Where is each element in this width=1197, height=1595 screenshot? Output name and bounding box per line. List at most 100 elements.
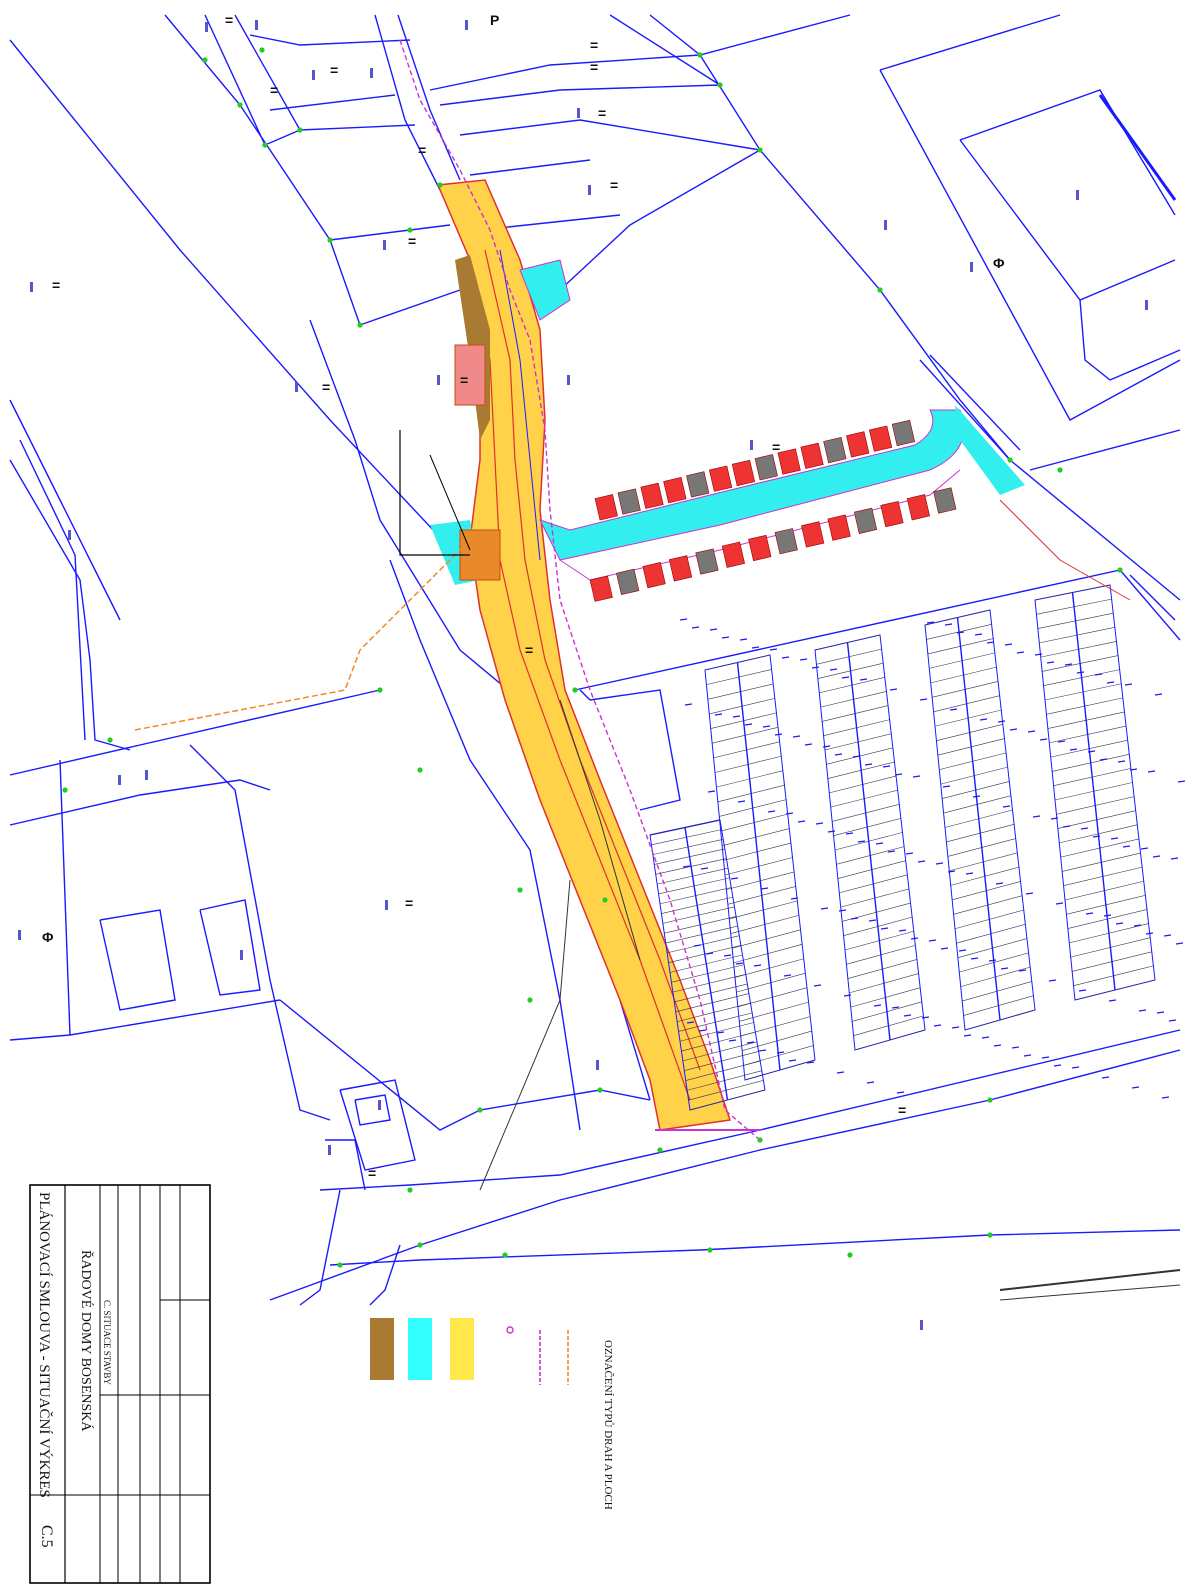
parcel-symbol: = [368,1165,376,1181]
parcel-number-mark [567,375,570,385]
survey-node [337,1262,343,1268]
survey-node [987,1232,993,1238]
parking-space [708,465,733,492]
parking-space [721,541,745,568]
parcel-symbol: = [598,105,606,121]
legend-heading: OZNAČENÍ TYPŮ DRAH A PLOCH [602,1340,615,1510]
parcel-number-mark [750,440,753,450]
parcel-number-mark [577,108,580,118]
survey-node [1007,457,1013,463]
parking-space [933,487,957,514]
parcel-number-mark [30,282,33,292]
parcel-symbol: = [322,379,330,395]
parking-space [801,521,825,548]
survey-node [517,887,523,893]
parcel-number-mark [437,375,440,385]
parcel-symbol: = [405,895,413,911]
parking-space [616,568,640,596]
parcel-number-mark [1076,190,1079,200]
parking-space [827,514,851,541]
survey-node [437,182,443,188]
parcel-symbol: = [590,37,598,53]
parking-space [686,471,710,498]
parking-space [800,442,824,469]
parcel-symbol: Φ [993,255,1005,271]
parcel-symbol: = [52,277,60,293]
parking-space [642,562,666,589]
survey-node [502,1252,508,1258]
parcel-number-mark [970,262,973,272]
parcel-number-mark [378,1100,381,1110]
parking-block [924,609,1036,1031]
title-block: PLÁNOVACÍ SMLOUVA - SITUAČNÍ VÝKRES ŘADO… [29,1184,211,1584]
parcel-number-mark [18,930,21,940]
parcel-number-mark [295,382,298,392]
parking-space [891,419,916,447]
survey-node [717,82,723,88]
survey-node [757,147,763,153]
magenta-utility-line [399,39,761,1141]
survey-node [477,1107,483,1113]
parcel-symbol: = [270,82,278,98]
survey-node [987,1097,993,1103]
parcel-symbol: = [525,642,533,658]
parcel-boundaries [9,14,1181,1306]
parcel-number-mark [465,20,468,30]
parking-space [853,507,878,534]
parking-space [754,454,778,481]
parcel-symbol: = [460,372,468,388]
survey-points [62,47,1123,1353]
parking-space [695,548,719,575]
parcel-number-mark [68,530,71,540]
parking-space [868,425,893,452]
parcel-number-mark [383,240,386,250]
cyan-access-road [539,409,965,561]
parking-space [846,431,870,458]
survey-node [597,1087,603,1093]
utility-lines [134,39,1181,1301]
survey-node [417,767,423,773]
survey-node [657,1147,663,1153]
parcel-symbol: P [490,12,499,28]
parcel-symbol: = [225,12,233,28]
sheet-number: C.5 [38,1525,55,1548]
survey-node [407,1187,413,1193]
legend-items [370,1318,569,1385]
survey-node [407,227,413,233]
parking-space [774,528,798,555]
drawing-title: PLÁNOVACÍ SMLOUVA - SITUAČNÍ VÝKRES [36,1192,53,1498]
survey-node [297,127,303,133]
parcel-number-mark [145,770,148,780]
parcel-symbols: =================PΦΦ [18,12,1148,1330]
parking-space [777,448,801,475]
legend-swatch [450,1318,474,1380]
legend-swatch [408,1318,432,1380]
parcel-number-mark [240,950,243,960]
parking-space [594,494,618,521]
parcel-number-mark [884,220,887,230]
legend-swatch [370,1318,394,1380]
project-name: ŘADOVÉ DOMY BOSENSKÁ [78,1250,95,1432]
legend: OZNAČENÍ TYPŮ DRAH A PLOCH [370,1318,615,1510]
survey-node [327,237,333,243]
survey-node [847,1252,853,1258]
survey-node [697,52,703,58]
parcel-symbol: = [330,62,338,78]
parcel-symbol: = [408,233,416,249]
road-surfaces [430,179,1025,1131]
survey-node [877,287,883,293]
parking-block [814,634,926,1051]
parking-space [617,488,641,515]
parcel-number-mark [588,185,591,195]
survey-node [62,787,68,793]
drawing-subtitle: C. SITUACE STAVBY [102,1300,112,1385]
parcel-number-mark [596,1060,599,1070]
parking-space [823,437,847,464]
parking-space [663,477,687,504]
parking-block [704,654,816,1081]
survey-node [572,687,578,693]
survey-node [202,57,208,63]
parcel-number-mark [920,1320,923,1330]
survey-node [357,322,363,328]
